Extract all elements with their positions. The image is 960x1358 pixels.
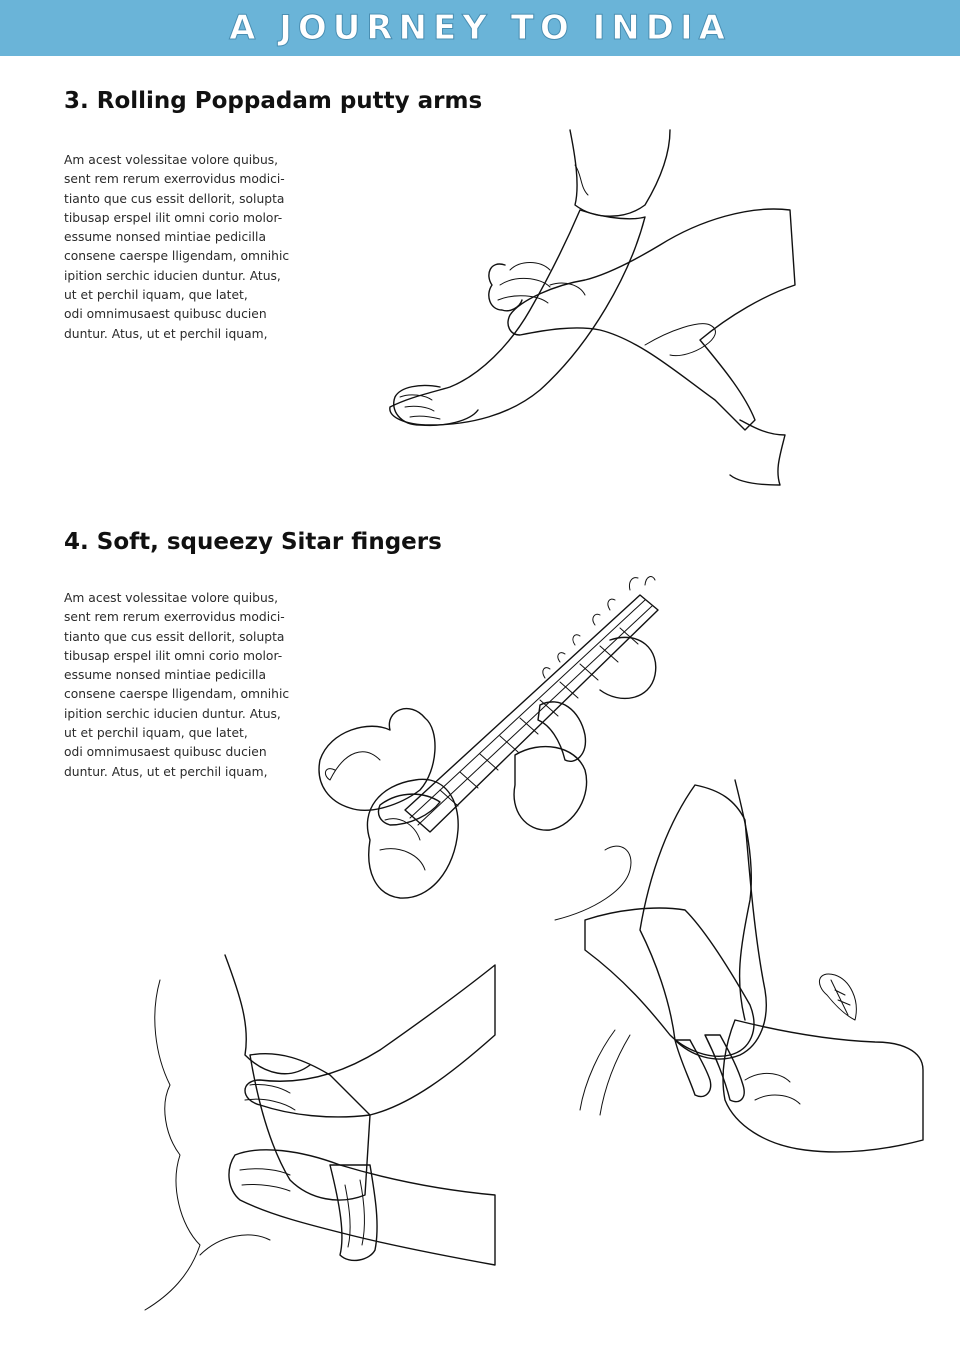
body-line: odi omnimusaest quibusc ducien (64, 745, 267, 760)
body-line: ipition serchic iducien duntur. Atus, (64, 706, 281, 721)
body-line: tianto que cus essit dellorit, solupta (64, 629, 285, 644)
section-title-rolling-poppadam: 3. Rolling Poppadam putty arms (64, 88, 483, 114)
header-banner: A Journey to India (0, 0, 960, 56)
body-line: tibusap erspel ilit omni corio molor- (64, 210, 283, 225)
page-title: A Journey to India (229, 8, 731, 49)
body-line: essume nonsed mintiae pedicilla (64, 230, 266, 245)
body-line: tibusap erspel ilit omni corio molor- (64, 648, 283, 663)
stacked-hands-illustration (144, 954, 496, 1311)
section-body-rolling-poppadam: Am acest volessitae volore quibus, sent … (64, 151, 324, 344)
sitar-illustration (318, 576, 659, 899)
body-line: ut et perchil iquam, que latet, (64, 288, 248, 303)
body-line: ut et perchil iquam, que latet, (64, 726, 248, 741)
palm-hands-illustration (554, 779, 924, 1153)
body-line: sent rem rerum exerrovidus modici- (64, 610, 285, 625)
body-line: ipition serchic iducien duntur. Atus, (64, 268, 281, 283)
body-line: duntur. Atus, ut et perchil iquam, (64, 326, 268, 341)
body-line: consene caerspe lligendam, omnihic (64, 249, 290, 264)
body-line: consene caerspe lligendam, omnihic (64, 687, 290, 702)
section-title-sitar-fingers: 4. Soft, squeezy Sitar fingers (64, 529, 442, 555)
body-line: odi omnimusaest quibusc ducien (64, 307, 267, 322)
body-line: Am acest volessitae volore quibus, (64, 153, 279, 167)
body-line: essume nonsed mintiae pedicilla (64, 668, 266, 683)
body-line: Am acest volessitae volore quibus, (64, 591, 279, 605)
section-body-sitar-fingers: Am acest volessitae volore quibus, sent … (64, 589, 324, 782)
body-line: tianto que cus essit dellorit, solupta (64, 191, 285, 206)
body-line: duntur. Atus, ut et perchil iquam, (64, 764, 268, 779)
body-line: sent rem rerum exerrovidus modici- (64, 172, 285, 187)
crossed-arms-illustration (389, 129, 796, 486)
